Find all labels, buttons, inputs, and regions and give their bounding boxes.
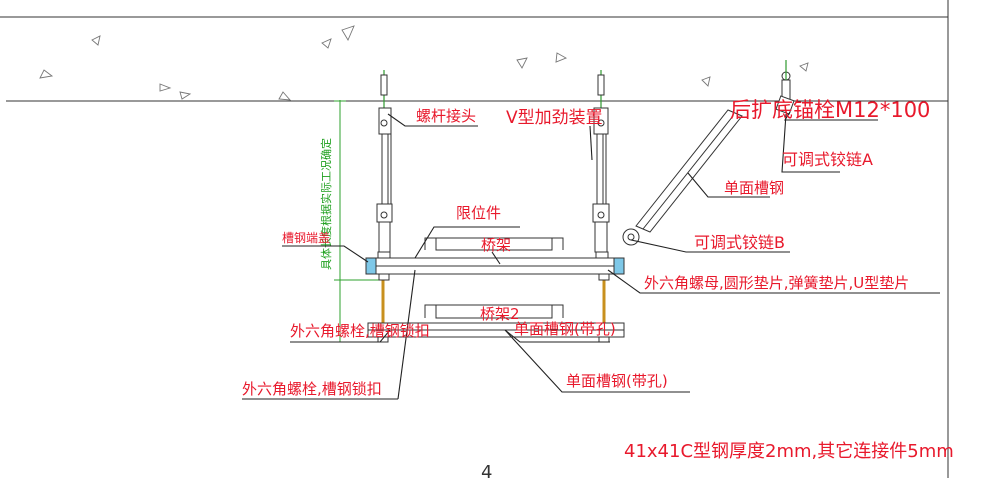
label-hex-bolt-lock-1: 外六角螺栓,槽钢锁扣 (290, 322, 430, 340)
upper-channel-beam (365, 251, 625, 281)
right-channel-end-cap (613, 257, 625, 275)
left-lower-joint (378, 221, 391, 253)
label-rod-joint: 螺杆接头 (416, 107, 476, 125)
right-lower-joint (594, 221, 608, 253)
upper-tray-body (435, 237, 553, 251)
label-channel-end-cap: 槽钢端盖 (282, 231, 330, 245)
left-rod-body (381, 133, 392, 213)
right-rod-joint (597, 74, 605, 96)
label-limiter: 限位件 (456, 204, 501, 222)
label-channel-holed-2: 单面槽钢(带孔) (566, 372, 668, 390)
diagonal-brace (622, 60, 795, 246)
right-hanger (592, 70, 610, 342)
left-hanger (376, 70, 393, 342)
vertical-dimension: 具体长度根据实际工况确定 (319, 100, 380, 343)
hinge-a (775, 95, 795, 115)
label-nut-washers: 外六角螺母,圆形垫片,弹簧垫片,U型垫片 (644, 274, 909, 292)
right-rod-body (596, 133, 607, 213)
bottom-mark: 4 (481, 462, 492, 478)
label-single-channel: 单面槽钢 (724, 179, 784, 197)
label-tray-2: 桥架2 (480, 305, 520, 323)
label-hex-bolt-lock-2: 外六角螺栓,槽钢锁扣 (242, 380, 382, 398)
left-rod-joint (380, 74, 388, 96)
left-channel-end-cap (365, 257, 377, 275)
lower-tray (424, 304, 564, 319)
lower-tray-body (435, 304, 553, 319)
label-anchor-bolt: 后扩底锚栓M12*100 (730, 98, 930, 122)
vertical-dimension-text: 具体长度根据实际工况确定 (319, 138, 333, 270)
upper-tray (424, 237, 564, 251)
label-hinge-a: 可调式铰链A (782, 150, 873, 169)
label-tray-1: 桥架 (481, 236, 511, 254)
label-note: 41x41C型钢厚度2mm,其它连接件5mm (624, 441, 954, 462)
concrete-aggregate-hatch (39, 25, 809, 101)
leader-lines (242, 111, 940, 400)
label-hinge-b: 可调式铰链B (694, 233, 785, 252)
label-channel-holed-1: 单面槽钢(带孔) (514, 320, 616, 338)
label-v-bracing: V型加劲装置 (506, 108, 603, 128)
lower-channel-beam (367, 322, 625, 343)
